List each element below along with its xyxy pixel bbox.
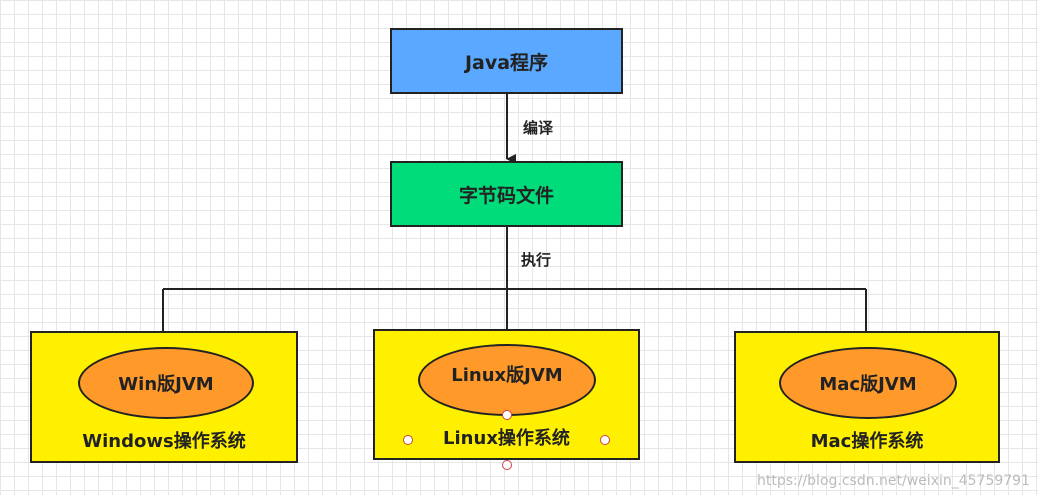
- compile-label: 编译: [523, 119, 554, 137]
- mac-os-label: Mac操作系统: [810, 431, 924, 452]
- win-jvm-label: Win版JVM: [118, 374, 214, 395]
- windows-os-node[interactable]: Win版JVM Windows操作系统: [30, 331, 298, 463]
- selection-handle-top[interactable]: [502, 410, 512, 420]
- bytecode-file-node[interactable]: 字节码文件: [390, 161, 623, 227]
- selection-handle-right[interactable]: [600, 435, 610, 445]
- selection-handle-bottom[interactable]: [502, 460, 512, 470]
- mac-jvm-label: Mac版JVM: [819, 374, 917, 395]
- linux-os-label: Linux操作系统: [443, 428, 570, 449]
- windows-os-label: Windows操作系统: [82, 431, 246, 452]
- java-program-node[interactable]: Java程序: [390, 28, 623, 94]
- linux-os-node[interactable]: Linux版JVM Linux操作系统: [373, 329, 640, 460]
- selection-handle-left[interactable]: [403, 435, 413, 445]
- watermark: https://blog.csdn.net/weixin_45759791: [756, 473, 1030, 489]
- linux-jvm-node[interactable]: Linux版JVM: [418, 344, 596, 416]
- execute-label: 执行: [521, 251, 552, 269]
- mac-os-node[interactable]: Mac版JVM Mac操作系统: [734, 331, 1000, 463]
- win-jvm-node[interactable]: Win版JVM: [78, 347, 254, 419]
- linux-jvm-label: Linux版JVM: [451, 365, 563, 386]
- mac-jvm-node[interactable]: Mac版JVM: [779, 347, 957, 419]
